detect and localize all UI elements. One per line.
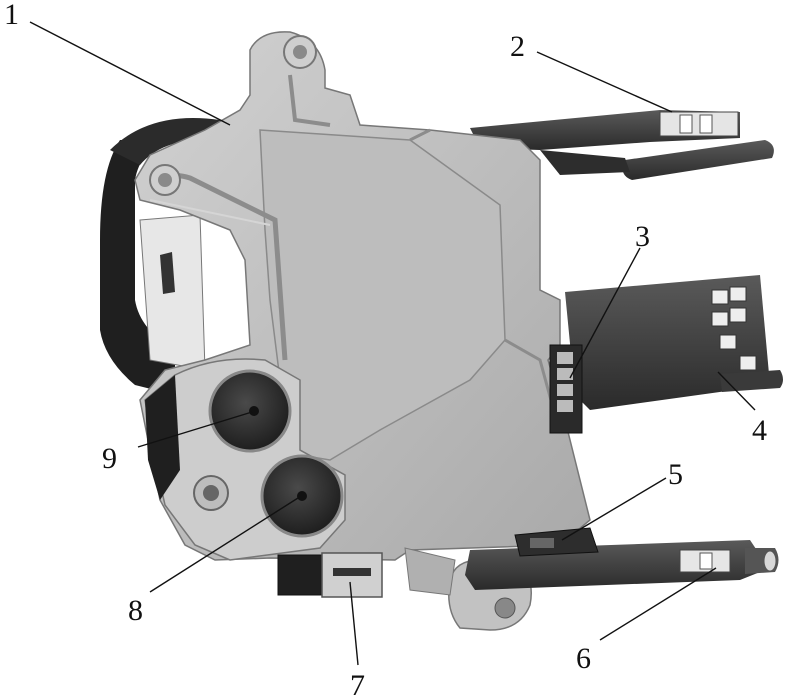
leader-7 bbox=[349, 581, 359, 666]
callout-6: 6 bbox=[576, 642, 591, 675]
callout-3: 3 bbox=[635, 220, 650, 253]
callout-7: 7 bbox=[350, 669, 365, 700]
leader-2 bbox=[536, 51, 673, 113]
top-rail bbox=[470, 110, 774, 180]
leader-5 bbox=[561, 477, 667, 541]
callout-9: 9 bbox=[102, 442, 117, 475]
leader-9 bbox=[137, 411, 253, 448]
rear-frame bbox=[100, 118, 225, 395]
leader-6 bbox=[599, 567, 717, 641]
callout-5: 5 bbox=[668, 458, 683, 491]
right-connector-board bbox=[565, 275, 783, 410]
leader-1 bbox=[29, 21, 231, 126]
callout-8: 8 bbox=[128, 594, 143, 627]
callout-labels: 1 2 3 4 5 6 7 8 9 bbox=[4, 0, 767, 700]
leader-3 bbox=[569, 247, 641, 379]
callout-4: 4 bbox=[752, 414, 767, 447]
bottom-rail bbox=[465, 527, 779, 590]
callout-1: 1 bbox=[4, 0, 19, 31]
callout-2: 2 bbox=[510, 30, 525, 63]
pin-header bbox=[549, 344, 583, 434]
port-block bbox=[144, 358, 346, 561]
leader-4 bbox=[717, 371, 756, 411]
bottom-connector bbox=[277, 552, 383, 598]
leader-8 bbox=[149, 497, 299, 593]
leader-lines bbox=[29, 21, 756, 666]
